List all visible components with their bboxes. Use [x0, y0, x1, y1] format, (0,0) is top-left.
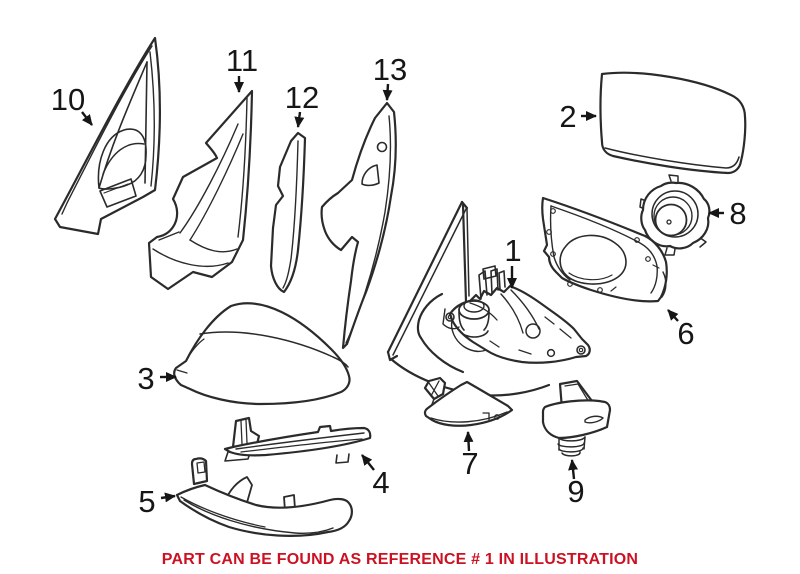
part-3-drawing [173, 302, 351, 406]
callout-label-4: 4 [372, 465, 389, 500]
callout-label-7: 7 [461, 446, 478, 481]
callout-arrow-7 [463, 431, 474, 452]
callout-arrow-5 [160, 492, 176, 503]
callout-arrow-4 [361, 454, 375, 471]
part-9-drawing [541, 379, 612, 457]
callout-arrow-13 [382, 83, 393, 101]
part-8-drawing [639, 174, 711, 256]
part-1-drawing [442, 265, 591, 364]
part-10-drawing [53, 36, 161, 236]
callout-arrow-10 [81, 111, 93, 126]
part-11-drawing [147, 89, 254, 291]
callout-label-13: 13 [373, 52, 407, 87]
callout-label-3: 3 [137, 361, 154, 396]
callout-label-5: 5 [138, 484, 155, 519]
callout-label-11: 11 [226, 43, 258, 78]
callout-label-9: 9 [567, 474, 584, 509]
part-5-drawing [175, 457, 353, 537]
part-6-drawing [541, 196, 668, 303]
callout-label-10: 10 [51, 82, 85, 117]
part-4-drawing [223, 416, 372, 464]
part-13-drawing [320, 101, 397, 350]
callout-label-8: 8 [729, 196, 746, 231]
part-12-drawing [269, 131, 307, 294]
callout-label-2: 2 [559, 99, 576, 134]
callout-label-6: 6 [677, 316, 694, 351]
callout-arrow-12 [294, 111, 305, 128]
callout-label-1: 1 [504, 233, 521, 268]
part-7-drawing [423, 376, 514, 427]
callout-arrow-9 [568, 459, 579, 480]
callout-label-12: 12 [285, 80, 319, 115]
part-2-drawing [599, 71, 747, 175]
callout-arrow-6 [667, 309, 679, 322]
notice-text: PART CAN BE FOUND AS REFERENCE # 1 IN IL… [161, 551, 639, 568]
